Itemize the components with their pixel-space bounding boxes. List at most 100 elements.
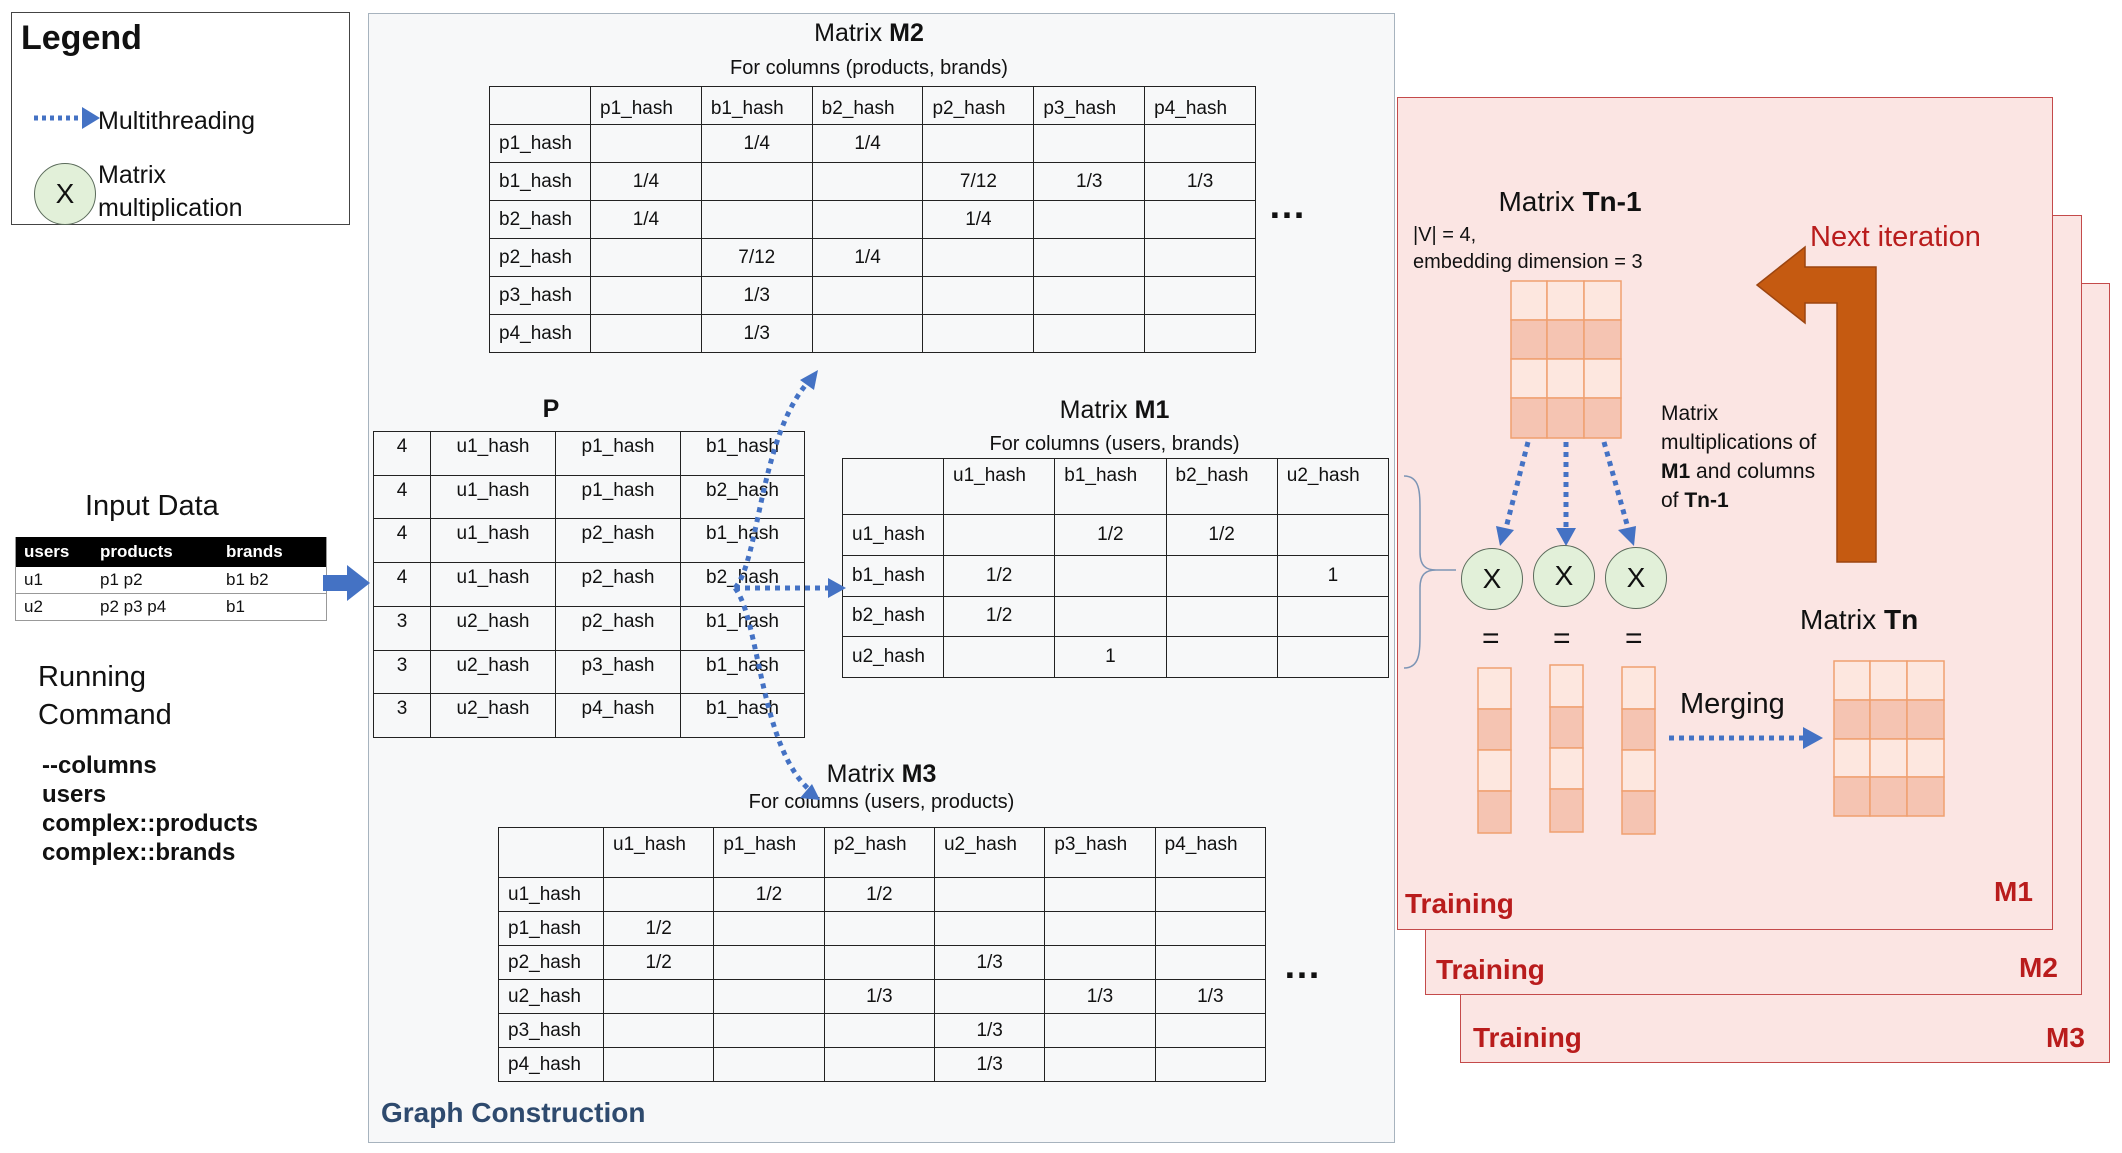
matrix-m1-title: Matrix M1 <box>842 396 1387 425</box>
matrix-col-header: u2_hash <box>933 827 1046 878</box>
multithreading-arrow-icon <box>34 107 100 129</box>
matrix-row-label: u1_hash <box>498 877 604 912</box>
p-weight-cell: 3 <box>373 605 431 651</box>
matrix-tn1-title-bold: Tn-1 <box>1582 186 1642 217</box>
matrix-row-label: b2_hash <box>842 595 944 638</box>
matrix-cell: 1/3 <box>933 1047 1046 1082</box>
p-weight-cell: 4 <box>373 518 431 564</box>
input-header-users: users <box>16 537 92 567</box>
matrix-cell <box>590 314 702 353</box>
matmul-desc-line1: Matrix <box>1661 402 1719 425</box>
matrix-m3-subtitle: For columns (users, products) <box>748 791 1015 813</box>
p-hash-cell: p2_hash <box>555 562 681 607</box>
matrix-cell <box>590 276 702 315</box>
matrix-cell: 1/2 <box>823 877 935 912</box>
matmul-x-symbol: X <box>1626 562 1646 593</box>
table-row: p3_hash 1/3 <box>489 276 1256 315</box>
matrix-cell: 1/3 <box>700 276 813 315</box>
matrix-cell: 1/4 <box>922 200 1035 239</box>
legend-box: Legend Multithreading X Matrix multiplic… <box>11 12 350 225</box>
tn1-to-matmul-arrows <box>1496 441 1636 546</box>
matrix-tn-title: Matrix Tn <box>1800 604 1918 636</box>
matrix-m1-subtitle: For columns (users, brands) <box>989 433 1240 455</box>
matrix-cell <box>1165 636 1278 678</box>
matrix-row-label: u2_hash <box>842 636 944 678</box>
matrix-cell <box>922 124 1035 163</box>
matrix-cell: 1/4 <box>811 238 924 277</box>
matrix-cell <box>1033 124 1146 163</box>
input-cell: u1 <box>16 567 92 594</box>
p-hash-cell: u1_hash <box>430 431 556 476</box>
training-panel-m3-tag: M3 <box>2046 1022 2085 1053</box>
matrix-cell <box>1144 238 1256 277</box>
matmul-x-icon: X <box>1533 545 1595 607</box>
equals-sign: = <box>1553 622 1571 655</box>
matrix-tn1-grid <box>1510 280 1622 439</box>
matrix-cell <box>700 200 813 239</box>
matrix-corner-cell <box>489 86 591 125</box>
merging-label: Merging <box>1680 688 1785 720</box>
matrix-cell: 1/4 <box>700 124 813 163</box>
matrix-cell <box>1033 276 1146 315</box>
matrix-cell <box>933 979 1046 1014</box>
matrix-cell <box>1044 877 1156 912</box>
matrix-cell <box>1144 200 1256 239</box>
p-hash-cell: b1_hash <box>680 693 805 738</box>
running-command-title-line1: Running <box>38 661 147 693</box>
next-iteration-arrow-icon <box>1755 245 1877 563</box>
matrix-cell <box>1276 514 1390 556</box>
matrix-cell <box>602 979 715 1014</box>
matrix-row-label: b1_hash <box>489 162 591 201</box>
matmul-x-symbol: X <box>1554 560 1574 591</box>
matrix-cell <box>602 1013 715 1048</box>
matrix-cell: 1/3 <box>1033 162 1146 201</box>
matrix-cell: 1/2 <box>942 554 1056 597</box>
training-label-m3: Training <box>1473 1022 1582 1053</box>
matrix-cell <box>811 314 924 353</box>
table-row: u2 p2 p3 p4 b1 <box>16 593 326 621</box>
p-hash-cell: p2_hash <box>555 605 681 651</box>
matrix-cell <box>1276 595 1390 638</box>
matmul-x-icon: X <box>1605 547 1667 609</box>
matrix-col-header: p4_hash <box>1144 86 1256 125</box>
matrix-col-header: u2_hash <box>1276 458 1390 515</box>
matrix-p-title: P <box>373 395 729 424</box>
matrix-cell: 1/4 <box>590 162 702 201</box>
matrix-cell <box>811 276 924 315</box>
matrix-cell: 1/3 <box>933 1013 1046 1048</box>
equals-sign: = <box>1625 622 1643 655</box>
matrix-m3-ellipsis: … <box>1283 945 1323 987</box>
matmul-desc-line3: M1 and columns <box>1661 457 1816 486</box>
matrix-cell <box>922 238 1035 277</box>
matrix-cell <box>942 514 1056 556</box>
matmul-desc-tn1: Tn-1 <box>1684 489 1729 512</box>
training-panel-m2-tag: M2 <box>2019 952 2058 983</box>
p-hash-cell: b1_hash <box>680 431 805 476</box>
matrix-tn1-title-prefix: Matrix <box>1498 186 1583 217</box>
matrix-row-label: b1_hash <box>842 554 944 597</box>
matrix-tn-title-prefix: Matrix <box>1800 604 1884 635</box>
matrix-col-header: p2_hash <box>922 86 1035 125</box>
p-hash-cell: p1_hash <box>555 474 681 520</box>
matrix-cell: 1/2 <box>713 877 825 912</box>
equals-sign: = <box>1482 622 1500 655</box>
matrix-cell <box>823 1047 935 1082</box>
matrix-cell: 1/3 <box>1044 979 1156 1014</box>
graph-construction-label: Graph Construction <box>381 1097 646 1128</box>
p-hash-cell: u1_hash <box>430 562 556 607</box>
matrix-tn-title-bold: Tn <box>1884 604 1919 635</box>
matrix-cell <box>922 314 1035 353</box>
matrix-row-label: p3_hash <box>498 1013 604 1048</box>
input-data-table: users products brands u1 p1 p2 b1 b2 u2 … <box>16 537 326 621</box>
matrix-cell <box>1154 945 1267 980</box>
p-hash-cell: u2_hash <box>430 605 556 651</box>
matrix-row-label: p3_hash <box>489 276 591 315</box>
column-arrow-icon <box>1601 441 1631 529</box>
matrix-cell <box>713 979 825 1014</box>
matrix-cell <box>590 238 702 277</box>
